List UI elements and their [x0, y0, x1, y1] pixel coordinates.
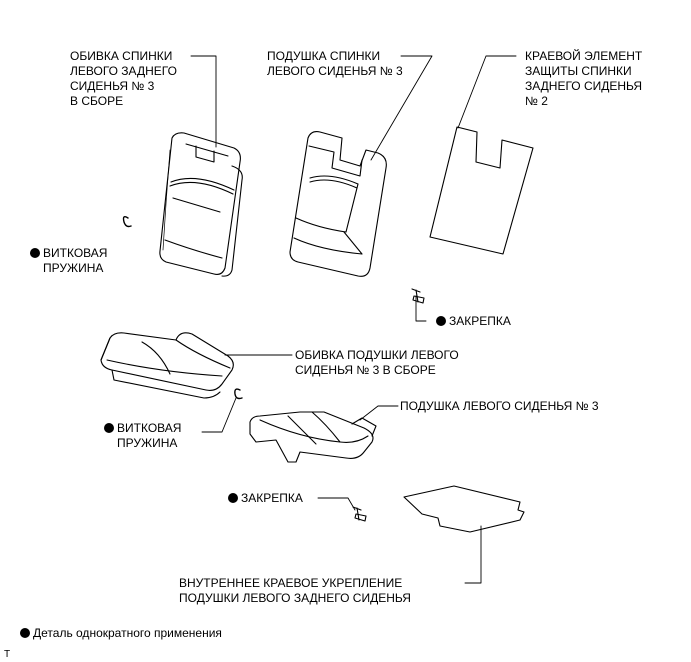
label-seatback-edge-protector: КРАЕВОЙ ЭЛЕМЕНТ ЗАЩИТЫ СПИНКИ ЗАДНЕГО СИ… — [525, 49, 642, 109]
label-clip-upper-text: ЗАКРЕПКА — [449, 314, 511, 328]
seatback-cover-drawing — [160, 133, 242, 276]
clip-upper-drawing — [412, 289, 424, 303]
label-clip-lower-text: ЗАКРЕПКА — [241, 491, 303, 505]
one-time-use-dot-icon — [228, 493, 238, 503]
one-time-use-dot-icon — [436, 316, 446, 326]
label-seatback-pad: ПОДУШКА СПИНКИ ЛЕВОГО СИДЕНЬЯ № 3 — [267, 49, 403, 79]
label-cushion-pad: ПОДУШКА ЛЕВОГО СИДЕНЬЯ № 3 — [400, 399, 599, 414]
hog-ring-lower-drawing — [235, 389, 242, 398]
label-cushion-edge-frame: ВНУТРЕННЕЕ КРАЕВОЕ УКРЕПЛЕНИЕ ПОДУШКИ ЛЕ… — [179, 576, 411, 606]
label-hog-ring-upper-text: ВИТКОВАЯ ПРУЖИНА — [43, 246, 107, 276]
seatback-edge-protector-drawing — [430, 127, 533, 254]
label-hog-ring-upper: ВИТКОВАЯ ПРУЖИНА — [30, 246, 107, 276]
legend-text: Деталь однократного применения — [33, 626, 222, 640]
cushion-edge-frame-drawing — [404, 486, 524, 532]
legend: Деталь однократного применения — [20, 626, 222, 641]
label-seatback-cover: ОБИВКА СПИНКИ ЛЕВОГО ЗАДНЕГО СИДЕНЬЯ № 3… — [70, 49, 177, 109]
label-hog-ring-lower-text: ВИТКОВАЯ ПРУЖИНА — [117, 421, 181, 451]
label-clip-upper: ЗАКРЕПКА — [436, 314, 511, 329]
hog-ring-upper-drawing — [124, 217, 132, 227]
cushion-cover-drawing — [101, 333, 233, 398]
one-time-use-dot-icon — [104, 423, 114, 433]
label-cushion-cover: ОБИВКА ПОДУШКИ ЛЕВОГО СИДЕНЬЯ № 3 В СБОР… — [295, 348, 459, 378]
label-clip-lower: ЗАКРЕПКА — [228, 491, 303, 506]
one-time-use-dot-icon — [30, 248, 40, 258]
cushion-pad-drawing — [250, 412, 376, 462]
label-hog-ring-lower: ВИТКОВАЯ ПРУЖИНА — [104, 421, 181, 451]
seatback-pad-drawing — [290, 132, 386, 277]
one-time-use-dot-icon — [20, 628, 30, 638]
